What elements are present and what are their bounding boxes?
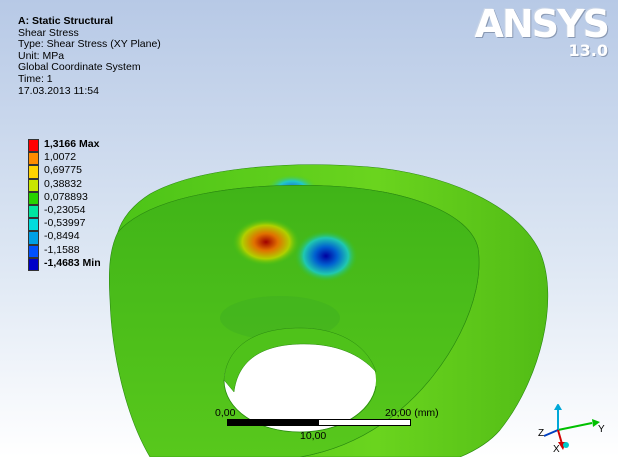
legend-label: -1,4683 Min: [44, 256, 101, 269]
legend-swatch: [28, 218, 39, 232]
logo-brand: ANSYS: [474, 2, 610, 46]
scale-ruler: 0,00 20,00 (mm) 10,00: [215, 405, 445, 445]
legend-label: 1,0072: [44, 151, 77, 164]
result-info: A: Static Structural Shear Stress Type: …: [18, 15, 161, 97]
scale-bar: [227, 419, 411, 426]
legend-swatch: [28, 205, 39, 219]
legend-swatch: [28, 244, 39, 258]
scale-mid-label: 10,00: [300, 430, 327, 442]
result-time: Time: 1: [18, 72, 53, 85]
scale-start-label: 0,00: [215, 407, 236, 419]
triad-x-label: X: [553, 444, 560, 454]
legend-label: 0,078893: [44, 190, 88, 203]
analysis-title: A: Static Structural: [18, 15, 114, 27]
legend-label: -0,53997: [44, 217, 86, 230]
ansys-logo: ANSYS 13.0: [474, 2, 610, 60]
legend-swatch: [28, 231, 39, 245]
legend-swatch: [28, 139, 39, 153]
legend-swatch: [28, 257, 39, 271]
triad-y-label: Y: [598, 424, 605, 435]
result-name: Shear Stress: [18, 26, 79, 39]
axis-triad[interactable]: Y Z X: [536, 404, 606, 454]
result-type: Type: Shear Stress (XY Plane): [18, 38, 161, 51]
scale-end-label: 20,00 (mm): [385, 407, 439, 419]
legend-label: 1,3166 Max: [44, 138, 100, 150]
legend-label: -0,23054: [44, 204, 86, 216]
result-unit: Unit: MPa: [18, 49, 65, 62]
legend-swatch: [28, 165, 39, 179]
legend-label: 0,38832: [44, 177, 82, 190]
triad-z-label: Z: [538, 428, 544, 439]
center-hole: [224, 328, 376, 432]
disc-face: [108, 185, 480, 457]
legend-label: -1,1588: [44, 243, 80, 256]
legend-label: -0,8494: [44, 230, 80, 243]
legend-label: 0,69775: [44, 164, 82, 177]
logo-version: 13.0: [568, 41, 608, 60]
legend-swatch: [28, 178, 39, 192]
coordinate-system: Global Coordinate System: [18, 61, 141, 74]
hole-wall: [223, 327, 377, 393]
legend-swatch: [28, 152, 39, 166]
legend-swatch: [28, 191, 39, 205]
result-date: 17.03.2013 11:54: [18, 84, 99, 97]
